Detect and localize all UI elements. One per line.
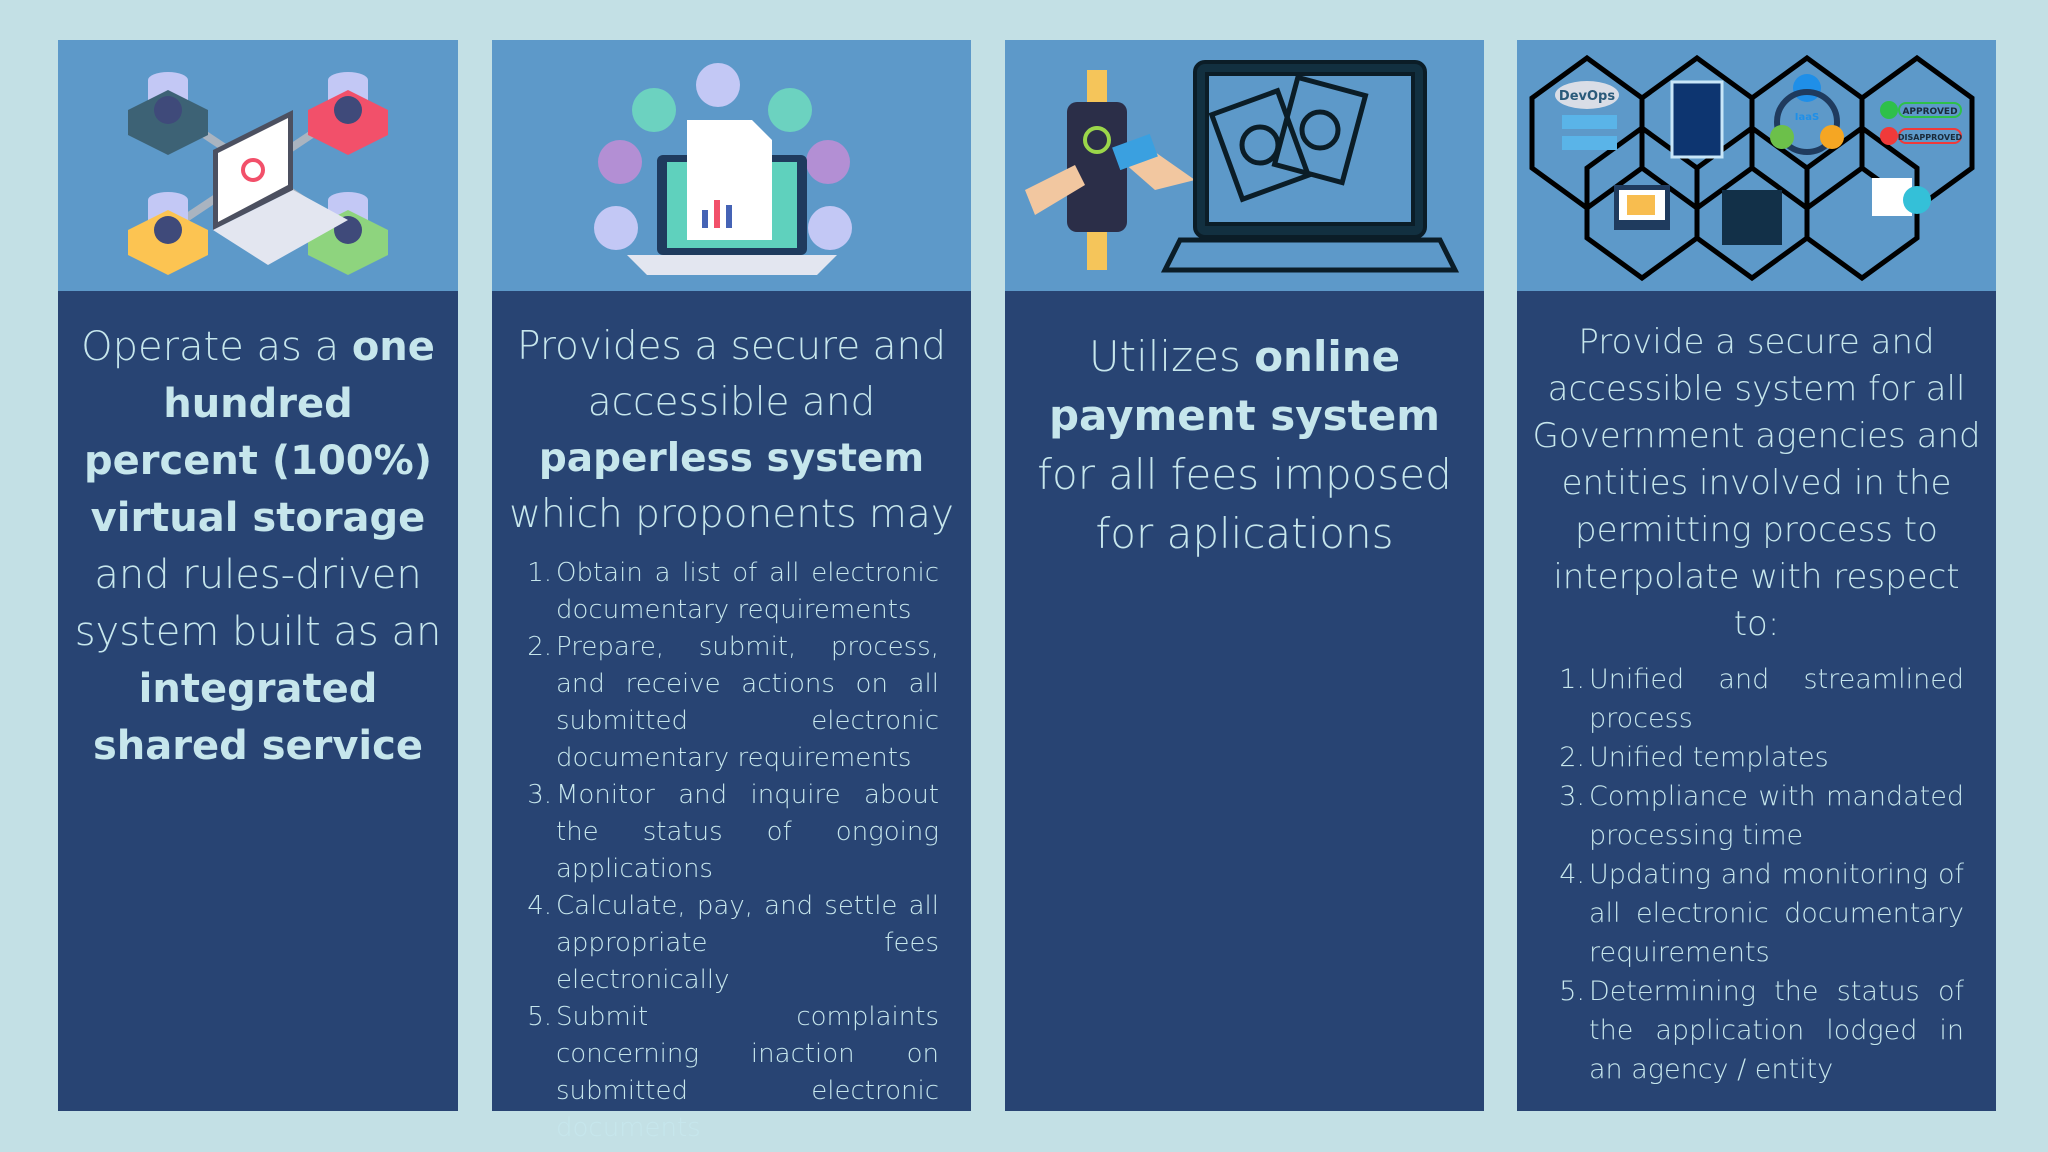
panel-description: Utilizes online payment system for all f… [1037,332,1452,558]
panel-online-payment: Utilizes online payment system for all f… [1005,40,1484,1111]
panel-interagency-system: DevOps IaaS APPROVED DISAPPROVED Provide… [1517,40,1996,1111]
interoperability-list: 1.Unified and streamlined process 2.Unif… [1531,660,1982,1089]
list-item: 2.Prepare, submit, process, and receive … [527,632,939,773]
smartwatch-laptop-money-icon [1025,60,1460,273]
capabilities-list: 1.Obtain a list of all electronic docume… [506,555,957,1147]
list-item: 5.Determining the status of the applicat… [1559,976,1964,1085]
panel-description: Provides a secure and accessible and pap… [509,324,954,537]
list-item: 1.Obtain a list of all electronic docume… [527,558,939,625]
svg-text:APPROVED: APPROVED [1902,107,1957,117]
panel-paperless-system: Provides a secure and accessible and pap… [492,40,971,1143]
list-item: 5.Submit complaints concerning inaction … [527,1002,939,1143]
server-laptop-icon [128,72,388,275]
panel-virtual-storage: Operate as a one hundred percent (100%) … [58,40,458,1111]
payment-illustration [1005,40,1484,291]
list-item: 4.Calculate, pay, and settle all appropr… [527,891,939,995]
list-item: 3.Compliance with mandated processing ti… [1559,781,1964,851]
servers-network-illustration [58,40,458,291]
svg-text:DevOps: DevOps [1559,89,1615,104]
hexagon-grid-icon: DevOps IaaS APPROVED DISAPPROVED [1529,54,1975,282]
panel-description: Operate as a one hundred percent (100%) … [74,324,442,769]
panel-description: Provide a secure and accessible system f… [1532,322,1981,644]
document-laptop-illustration [492,40,971,291]
list-item: 1.Unified and streamlined process [1559,664,1964,734]
list-item: 3.Monitor and inquire about the status o… [527,780,939,884]
list-item: 4.Updating and monitoring of all electro… [1559,859,1964,968]
laptop-document-icon [594,63,852,275]
hexagon-icons-illustration: DevOps IaaS APPROVED DISAPPROVED [1517,40,1996,291]
svg-text:IaaS: IaaS [1795,112,1819,123]
list-item: 2.Unified templates [1559,742,1829,773]
svg-text:DISAPPROVED: DISAPPROVED [1898,133,1963,142]
